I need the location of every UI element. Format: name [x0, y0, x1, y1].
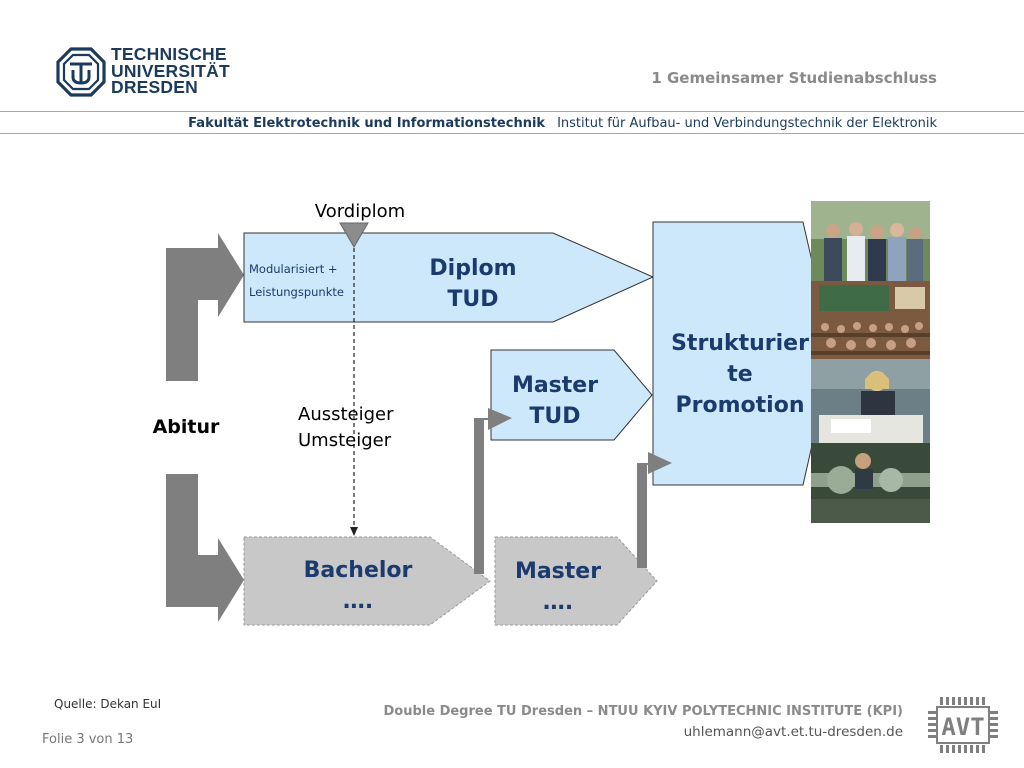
- bachelor-box: [243, 536, 491, 626]
- university-name-line: UNIVERSITÄT: [111, 60, 230, 81]
- faculty-line: Fakultät Elektrotechnik und Informations…: [188, 116, 937, 131]
- university-name: TECHNISCHE UNIVERSITÄT DRESDEN: [111, 46, 231, 96]
- master-to-promotion-arrow: [637, 452, 672, 568]
- vordiplom-label: Vordiplom: [314, 201, 406, 222]
- promotion-label-line: Strukturier: [671, 331, 809, 356]
- header-divider: [0, 111, 1024, 112]
- faculty-name: Fakultät Elektrotechnik und Informations…: [188, 116, 546, 131]
- master-label-line: Master: [514, 559, 602, 584]
- bachelor-label-line: Bachelor: [303, 558, 413, 583]
- students-group-photo: [811, 201, 930, 281]
- diplom-label-line: Diplom: [429, 256, 517, 281]
- abitur-arrow-down: [166, 474, 244, 622]
- photo-strip: [811, 201, 930, 523]
- diplom-label-line: TUD: [447, 287, 499, 312]
- aussteiger-label: Aussteiger Umsteiger: [298, 402, 428, 454]
- diplom-label: Diplom TUD: [403, 253, 543, 315]
- diplom-note-line: Leistungspunkte: [249, 285, 344, 299]
- footer-title: Double Degree TU Dresden – NTUU KYIV POL…: [383, 704, 903, 719]
- university-name-line: TECHNISCHE: [111, 44, 227, 64]
- slide-title: 1 Gemeinsamer Studienabschluss: [651, 69, 937, 87]
- page-number: Folie 3 von 13: [42, 732, 134, 747]
- aussteiger-label-line: Umsteiger: [298, 430, 392, 451]
- promotion-label-line: Promotion: [675, 393, 805, 418]
- promotion-label-line: te: [727, 362, 753, 387]
- studying-student-photo: [811, 359, 930, 443]
- university-name-line: DRESDEN: [111, 77, 198, 97]
- master-tud-label: Master TUD: [495, 370, 615, 432]
- tud-logo-icon: [56, 47, 106, 97]
- avt-logo-icon: AVT: [928, 697, 998, 753]
- master-label-line: ….: [542, 590, 574, 615]
- vordiplom-marker: [339, 222, 369, 248]
- avt-logo-text: AVT: [941, 713, 984, 741]
- master-tud-label-line: Master: [511, 373, 599, 398]
- faculty-divider: [0, 133, 1024, 134]
- master-box: [494, 536, 658, 626]
- abitur-label: Abitur: [152, 416, 220, 438]
- lab-equipment-photo: [811, 443, 930, 523]
- diplom-box: [243, 232, 655, 323]
- diplom-note-line: Modularisiert +: [249, 262, 338, 276]
- aussteiger-label-line: Aussteiger: [298, 404, 394, 425]
- abitur-arrow-up: [166, 233, 244, 381]
- promotion-label: Strukturier te Promotion: [655, 328, 825, 421]
- footer-email[interactable]: uhlemann@avt.et.tu-dresden.de: [683, 724, 903, 740]
- source-note: Quelle: Dekan EuI: [54, 697, 162, 711]
- bachelor-label: Bachelor ….: [283, 555, 433, 617]
- bachelor-label-line: ….: [342, 589, 374, 614]
- diplom-note: Modularisiert + Leistungspunkte: [249, 258, 359, 304]
- institute-name: Institut für Aufbau- und Verbindungstech…: [557, 116, 937, 131]
- lecture-hall-photo: [811, 281, 930, 359]
- aussteiger-arrowhead: [350, 527, 358, 536]
- master-tud-label-line: TUD: [529, 404, 581, 429]
- bachelor-to-master-tud-arrow: [474, 408, 512, 574]
- master-label: Master ….: [497, 556, 619, 618]
